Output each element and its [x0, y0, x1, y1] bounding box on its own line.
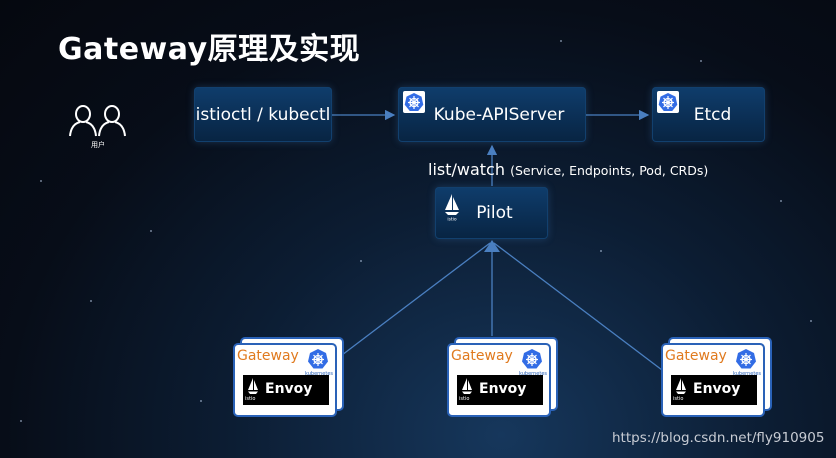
- istio-text: istio: [673, 396, 684, 402]
- star: [700, 60, 702, 62]
- list-watch-detail: (Service, Endpoints, Pod, CRDs): [510, 163, 709, 178]
- star: [260, 60, 262, 62]
- apiserver-node[interactable]: Kube-APIServer: [398, 87, 586, 142]
- gateway-label: Gateway: [451, 348, 513, 364]
- pilot-label: Pilot: [476, 203, 513, 223]
- users-icon: [69, 105, 126, 137]
- envoy-bar: istio Envoy: [671, 375, 757, 405]
- star: [150, 230, 152, 232]
- gateway-label: Gateway: [237, 348, 299, 364]
- watermark: https://blog.csdn.net/fly910905: [612, 430, 825, 446]
- gateway-label: Gateway: [665, 348, 727, 364]
- kubernetes-icon: [736, 349, 756, 369]
- kubernetes-icon: [657, 91, 679, 113]
- list-watch-text: list/watch: [428, 160, 505, 179]
- star: [40, 180, 42, 182]
- star: [200, 400, 202, 402]
- cli-label: istioctl / kubectl: [195, 104, 331, 125]
- star: [90, 300, 92, 302]
- envoy-label: Envoy: [693, 381, 741, 397]
- list-watch-label: list/watch (Service, Endpoints, Pod, CRD…: [428, 160, 708, 179]
- kubernetes-text: kubernetes: [732, 371, 761, 377]
- star: [20, 420, 22, 422]
- istio-icon: [462, 378, 472, 394]
- kubernetes-icon: [308, 349, 328, 369]
- star: [600, 250, 602, 252]
- kubernetes-icon: [522, 349, 542, 369]
- gateway1-to-pilot-line: [341, 242, 491, 356]
- star: [360, 260, 362, 262]
- gateway-card-front: Gateway kubernetes istio Envoy: [661, 343, 765, 417]
- gateway-card-front: Gateway kubernetes istio Envoy: [233, 343, 337, 417]
- pilot-node[interactable]: istio Pilot: [435, 187, 548, 239]
- kubernetes-text: kubernetes: [304, 371, 333, 377]
- gateway3-to-pilot-line: [493, 242, 663, 371]
- istio-text: istio: [245, 396, 256, 402]
- envoy-label: Envoy: [479, 381, 527, 397]
- pilot-istio-text: istio: [447, 217, 457, 222]
- envoy-bar: istio Envoy: [243, 375, 329, 405]
- users-group: 用户: [68, 104, 128, 150]
- gateway-card-front: Gateway kubernetes istio Envoy: [447, 343, 551, 417]
- istio-icon: [676, 378, 686, 394]
- istio-icon: [248, 378, 258, 394]
- etcd-label: Etcd: [693, 104, 732, 125]
- cli-node[interactable]: istioctl / kubectl: [194, 87, 332, 142]
- istio-text: istio: [459, 396, 470, 402]
- etcd-node[interactable]: Etcd: [652, 87, 765, 142]
- page-title: Gateway原理及实现: [58, 32, 361, 67]
- istio-icon: istio: [445, 194, 459, 222]
- star: [560, 40, 562, 42]
- star: [810, 320, 812, 322]
- star: [780, 200, 782, 202]
- kubernetes-icon: [403, 91, 425, 113]
- envoy-label: Envoy: [265, 381, 313, 397]
- pilot-arrowhead: [484, 240, 500, 252]
- envoy-bar: istio Envoy: [457, 375, 543, 405]
- users-label: 用户: [91, 141, 105, 149]
- kubernetes-text: kubernetes: [518, 371, 547, 377]
- apiserver-label: Kube-APIServer: [433, 104, 565, 125]
